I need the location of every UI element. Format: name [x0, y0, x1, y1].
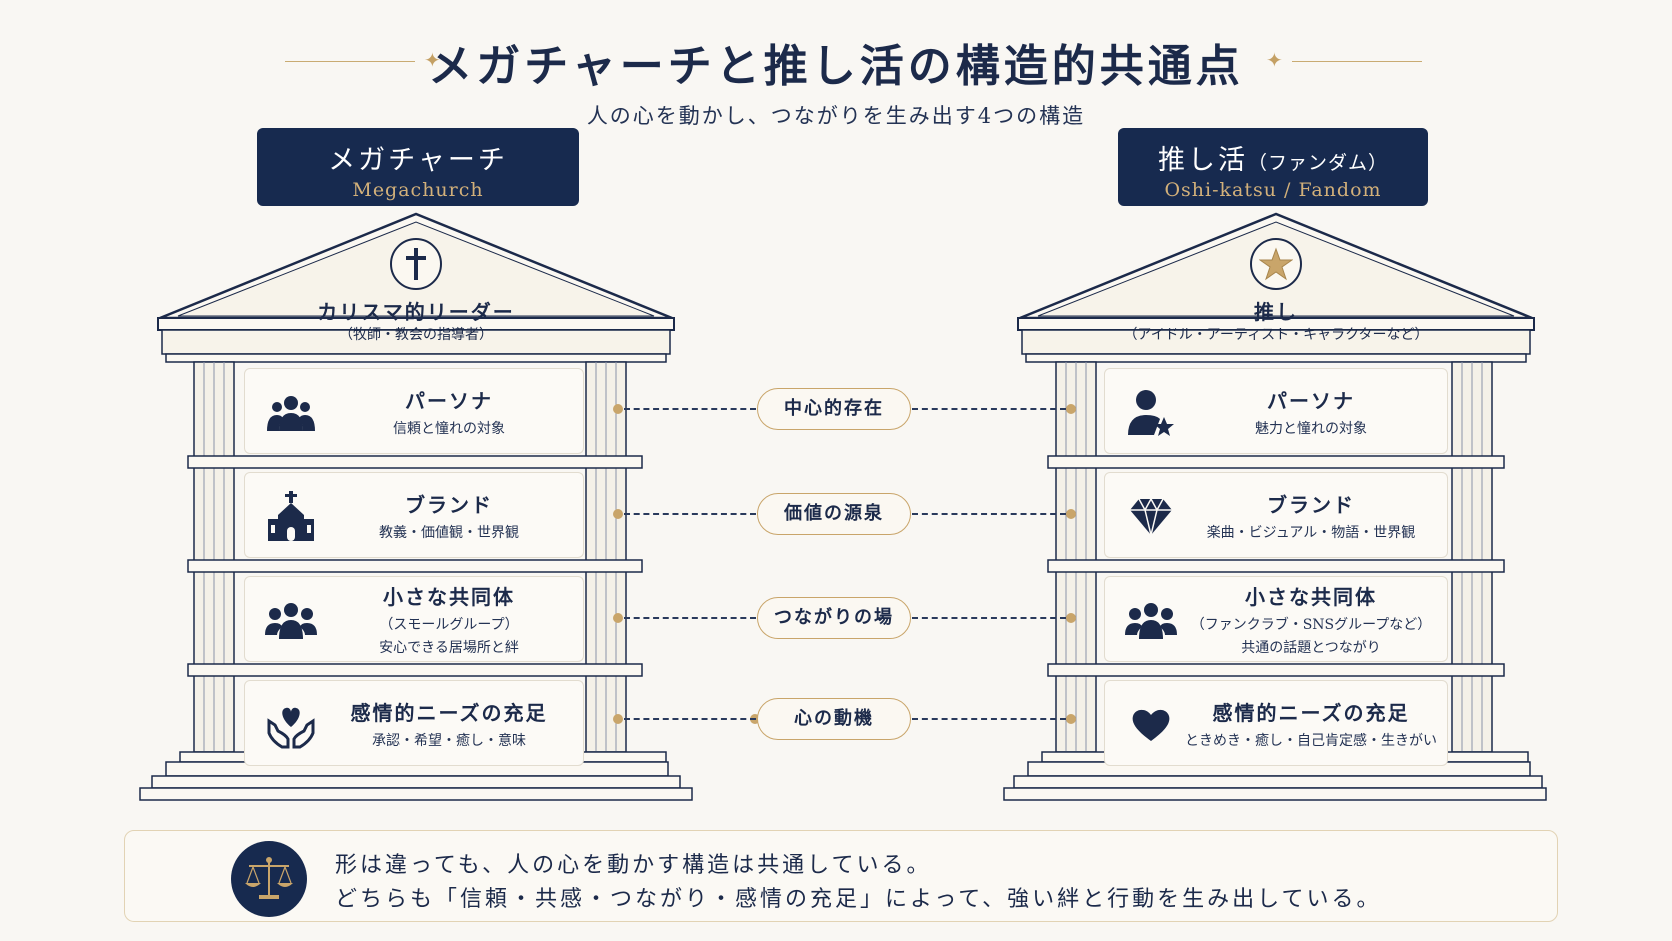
oshikatsu-banner: 推し活（ファンダム） Oshi-katsu / Fandom [1118, 128, 1428, 206]
connector-dot [1066, 613, 1076, 623]
right-pediment-title: 推し [1254, 300, 1298, 324]
sparkle-icon: ✦ [424, 48, 441, 72]
row-sub2: 共通の話題とつながり [1241, 640, 1381, 656]
connector-line [624, 408, 756, 410]
connector-dot [1066, 404, 1076, 414]
row-sub2: 安心できる居場所と絆 [379, 640, 519, 656]
footer-line-2: どちらも「信頼・共感・つながり・感情の充足」によって、強い絆と行動を生み出してい… [335, 887, 1382, 912]
left-row-persona: パーソナ 信頼と憧れの対象 [244, 368, 584, 454]
row-sub: 楽曲・ビジュアル・物語・世界観 [1206, 524, 1416, 541]
right-pediment-sub: （アイドル・アーティスト・キャラクターなど） [1123, 327, 1429, 343]
left-row-brand: ブランド 教義・価値観・世界観 [244, 472, 584, 558]
heart-hands-icon [265, 701, 317, 749]
connector-dot [613, 509, 623, 519]
left-row-emotion: 感情的ニーズの充足 承認・希望・癒し・意味 [244, 680, 584, 766]
connector-line [912, 408, 1066, 410]
right-row-emotion: 感情的ニーズの充足 ときめき・癒し・自己肯定感・生きがい [1104, 680, 1448, 766]
oshikatsu-name: 推し活 [1157, 145, 1248, 176]
connector-label: 心の動機 [757, 698, 911, 740]
right-row-community: 小さな共同体 （ファンクラブ・SNSグループなど） 共通の話題とつながり [1104, 576, 1448, 662]
left-pediment-sub: （牧師・教会の指導者） [339, 327, 493, 343]
cross-icon [390, 238, 442, 290]
sparkle-icon: ✦ [1266, 48, 1283, 72]
row-title: パーソナ [405, 388, 493, 413]
megachurch-banner: メガチャーチ Megachurch [257, 128, 579, 206]
connector-line [912, 718, 1066, 720]
footer-line-1: 形は違っても、人の心を動かす構造は共通している。 [335, 853, 932, 878]
connector-dot [613, 404, 623, 414]
row-sub: 承認・希望・癒し・意味 [372, 732, 526, 749]
connector-label: つながりの場 [757, 597, 911, 639]
right-row-persona: パーソナ 魅力と憧れの対象 [1104, 368, 1448, 454]
people-icon [265, 389, 317, 437]
megachurch-name-en: Megachurch [352, 179, 484, 201]
oshikatsu-name-en: Oshi-katsu / Fandom [1164, 179, 1382, 201]
row-sub: 魅力と憧れの対象 [1255, 420, 1367, 437]
row-title: 感情的ニーズの充足 [1212, 700, 1410, 725]
connector-line [912, 617, 1066, 619]
church-icon [265, 491, 317, 541]
row-title: ブランド [1267, 492, 1355, 517]
megachurch-name: メガチャーチ [328, 145, 508, 176]
connector-line [624, 513, 756, 515]
connector-line [624, 617, 756, 619]
row-sub: 信頼と憧れの対象 [393, 420, 505, 437]
page-title: メガチャーチと推し活の構造的共通点 [428, 41, 1244, 92]
row-sub: （ファンクラブ・SNSグループなど） [1190, 617, 1432, 633]
heart-icon [1125, 701, 1177, 749]
oshikatsu-name-wrap: 推し活（ファンダム） [1118, 138, 1428, 177]
row-sub: ときめき・癒し・自己肯定感・生きがい [1185, 732, 1437, 749]
connector-dot [613, 714, 623, 724]
row-sub: （スモールグループ） [379, 617, 519, 633]
title-divider-right [1292, 61, 1422, 62]
row-title: 小さな共同体 [1245, 585, 1377, 609]
left-row-community: 小さな共同体 （スモールグループ） 安心できる居場所と絆 [244, 576, 584, 662]
diamond-icon [1125, 493, 1177, 541]
connector-dot [1066, 714, 1076, 724]
connector-line [624, 718, 756, 720]
scales-icon [231, 841, 307, 917]
connector-dot [1066, 509, 1076, 519]
group-icon [265, 597, 317, 645]
footer-summary: 形は違っても、人の心を動かす構造は共通している。 どちらも「信頼・共感・つながり… [124, 830, 1558, 922]
title-divider-left [285, 61, 415, 62]
row-title: ブランド [405, 492, 493, 517]
right-row-brand: ブランド 楽曲・ビジュアル・物語・世界観 [1104, 472, 1448, 558]
connector-dot [613, 613, 623, 623]
connector-label: 価値の源泉 [757, 493, 911, 535]
star-icon [1250, 238, 1302, 290]
row-title: 感情的ニーズの充足 [350, 700, 548, 725]
row-title: 小さな共同体 [383, 585, 515, 609]
oshikatsu-name-suffix: （ファンダム） [1247, 152, 1388, 174]
connector-line [912, 513, 1066, 515]
connector-label: 中心的存在 [757, 388, 911, 430]
page-subtitle: 人の心を動かし、つながりを生み出す4つの構造 [586, 104, 1086, 128]
row-title: パーソナ [1267, 388, 1355, 413]
person-star-icon [1125, 389, 1177, 437]
row-sub: 教義・価値観・世界観 [379, 524, 519, 541]
left-pediment-title: カリスマ的リーダー [317, 300, 515, 324]
group-icon [1125, 597, 1177, 645]
